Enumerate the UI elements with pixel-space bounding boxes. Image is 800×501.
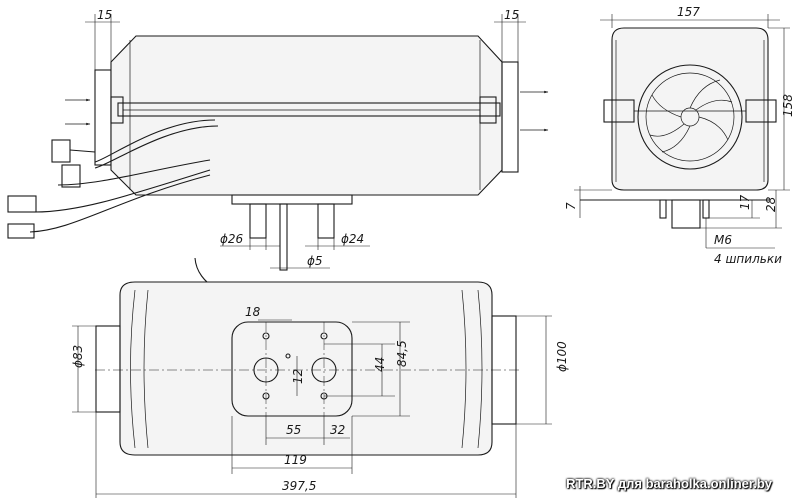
- fan-blades: [649, 79, 733, 153]
- connector-3: [7, 195, 37, 213]
- watermark: RTR.BY для baraholka.onliner.by: [566, 476, 772, 491]
- bottom-view: 18 12 44 84,5 55 32 119 397,5 ϕ83 ϕ100: [71, 257, 569, 498]
- dim-m6: M6: [714, 233, 732, 247]
- dim-phi5: ϕ5: [307, 254, 323, 268]
- end-mount: [671, 199, 701, 229]
- dim-phi24: ϕ24: [341, 232, 364, 246]
- end-view-body: [611, 27, 769, 191]
- dim-32: 32: [330, 423, 345, 437]
- connector-2: [61, 164, 81, 188]
- side-view: 15 15 ϕ26 ϕ24 ϕ5: [7, 8, 549, 271]
- dim-84-5: 84,5: [395, 340, 409, 367]
- exhaust-pipe: [249, 203, 267, 239]
- dim-397-5: 397,5: [282, 479, 316, 493]
- dim-phi100: ϕ100: [555, 341, 569, 372]
- dim-phi83: ϕ83: [71, 345, 85, 368]
- connector-1: [51, 139, 71, 163]
- left-flange: [94, 69, 112, 166]
- mount-pad: [231, 321, 353, 417]
- mount-plate: [231, 194, 353, 205]
- dim-44: 44: [373, 357, 387, 372]
- dim-18: 18: [245, 305, 261, 319]
- inlet: [95, 325, 121, 413]
- cable: [94, 119, 216, 163]
- dim-12: 12: [291, 369, 305, 384]
- dim-15-right: 15: [504, 8, 519, 22]
- end-view: 157 158 7 17 28 M6 4 шпильки: [564, 5, 795, 266]
- right-flange: [501, 61, 519, 173]
- intake-pipe: [317, 203, 335, 239]
- tie-rod: [117, 102, 501, 117]
- dim-17: 17: [738, 194, 752, 210]
- dim-phi26: ϕ26: [220, 232, 244, 246]
- dim-157: 157: [677, 5, 700, 19]
- bottom-view-body: [119, 281, 493, 456]
- fan-housing: [637, 64, 743, 170]
- dim-15-left: 15: [97, 8, 112, 22]
- dim-28: 28: [764, 196, 778, 212]
- fuel-pin: [279, 203, 288, 271]
- label-4-studs: 4 шпильки: [714, 252, 782, 266]
- dim-7: 7: [564, 202, 578, 210]
- dim-119: 119: [284, 453, 307, 467]
- dim-55: 55: [286, 423, 301, 437]
- connector-4: [7, 223, 35, 239]
- dim-158: 158: [781, 94, 795, 117]
